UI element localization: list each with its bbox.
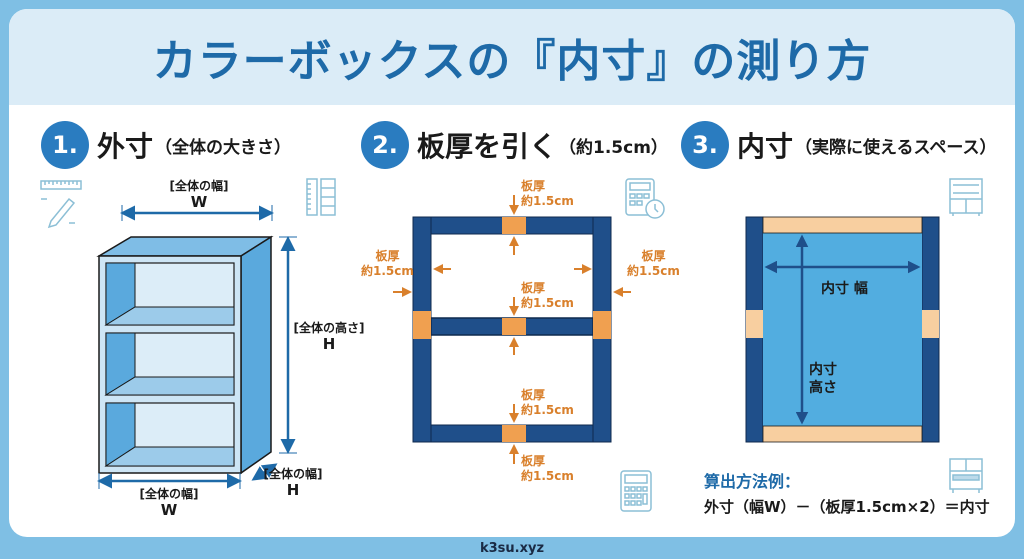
- height-label: [全体の高さ] H: [293, 321, 365, 354]
- tv-stand-icon: [949, 458, 983, 493]
- step-3-subtitle: （実際に使えるスペース）: [795, 137, 997, 158]
- inner-width-label: 内寸 幅: [821, 281, 868, 297]
- step-2-heading: 2. 板厚を引く （約1.5cm）: [361, 121, 668, 169]
- step-3-heading: 3. 内寸 （実際に使えるスペース）: [681, 121, 996, 169]
- step-2-subtitle: （約1.5cm）: [559, 137, 668, 158]
- step-1-title: 外寸: [97, 130, 154, 163]
- thickness-label-left: 板厚約1.5cm: [361, 249, 414, 278]
- step-3-title: 内寸: [737, 130, 794, 163]
- cabinet-icon: [949, 178, 983, 216]
- thickness-label-middle: 板厚約1.5cm: [521, 281, 574, 310]
- formula: 外寸（幅W）－（板厚1.5cm×2）＝内寸: [704, 498, 990, 516]
- bottom-width-label: [全体の幅] W: [139, 487, 199, 520]
- calculator-icon: [620, 470, 652, 512]
- inner-height-label: 内寸 高さ: [809, 362, 837, 396]
- step-1-number: 1.: [41, 121, 89, 169]
- step-3-number: 3.: [681, 121, 729, 169]
- step-1-heading: 1. 外寸 （全体の大きさ）: [41, 121, 291, 169]
- step-3-diagram: [745, 178, 983, 493]
- depth-label: [全体の幅] H: [263, 467, 323, 500]
- ruler-shelf-icon: [306, 178, 336, 216]
- calculator-clock-icon: [625, 178, 665, 219]
- infographic-card: カラーボックスの『内寸』の測り方 1. 外寸 （全体の大きさ） 2. 板厚を引く…: [9, 9, 1015, 537]
- thickness-label-bottom-upper: 板厚約1.5cm: [521, 388, 574, 417]
- thickness-label-right: 板厚約1.5cm: [627, 249, 680, 278]
- header: カラーボックスの『内寸』の測り方: [9, 9, 1015, 105]
- step-1-diagram: [40, 178, 336, 489]
- thickness-label-bottom-lower: 板厚約1.5cm: [521, 454, 574, 483]
- ruler-pencil-icon: [40, 180, 82, 229]
- top-width-label: [全体の幅] W: [169, 179, 229, 212]
- step-1-subtitle: （全体の大きさ）: [155, 137, 292, 158]
- step-2-title: 板厚を引く: [417, 130, 558, 163]
- thickness-label-top: 板厚約1.5cm: [521, 179, 574, 208]
- footer-site: k3su.xyz: [479, 540, 545, 556]
- step-2-diagram: [393, 178, 665, 512]
- step-2-number: 2.: [361, 121, 409, 169]
- formula-title: 算出方法例：: [704, 472, 801, 491]
- page-title: カラーボックスの『内寸』の測り方: [152, 36, 872, 87]
